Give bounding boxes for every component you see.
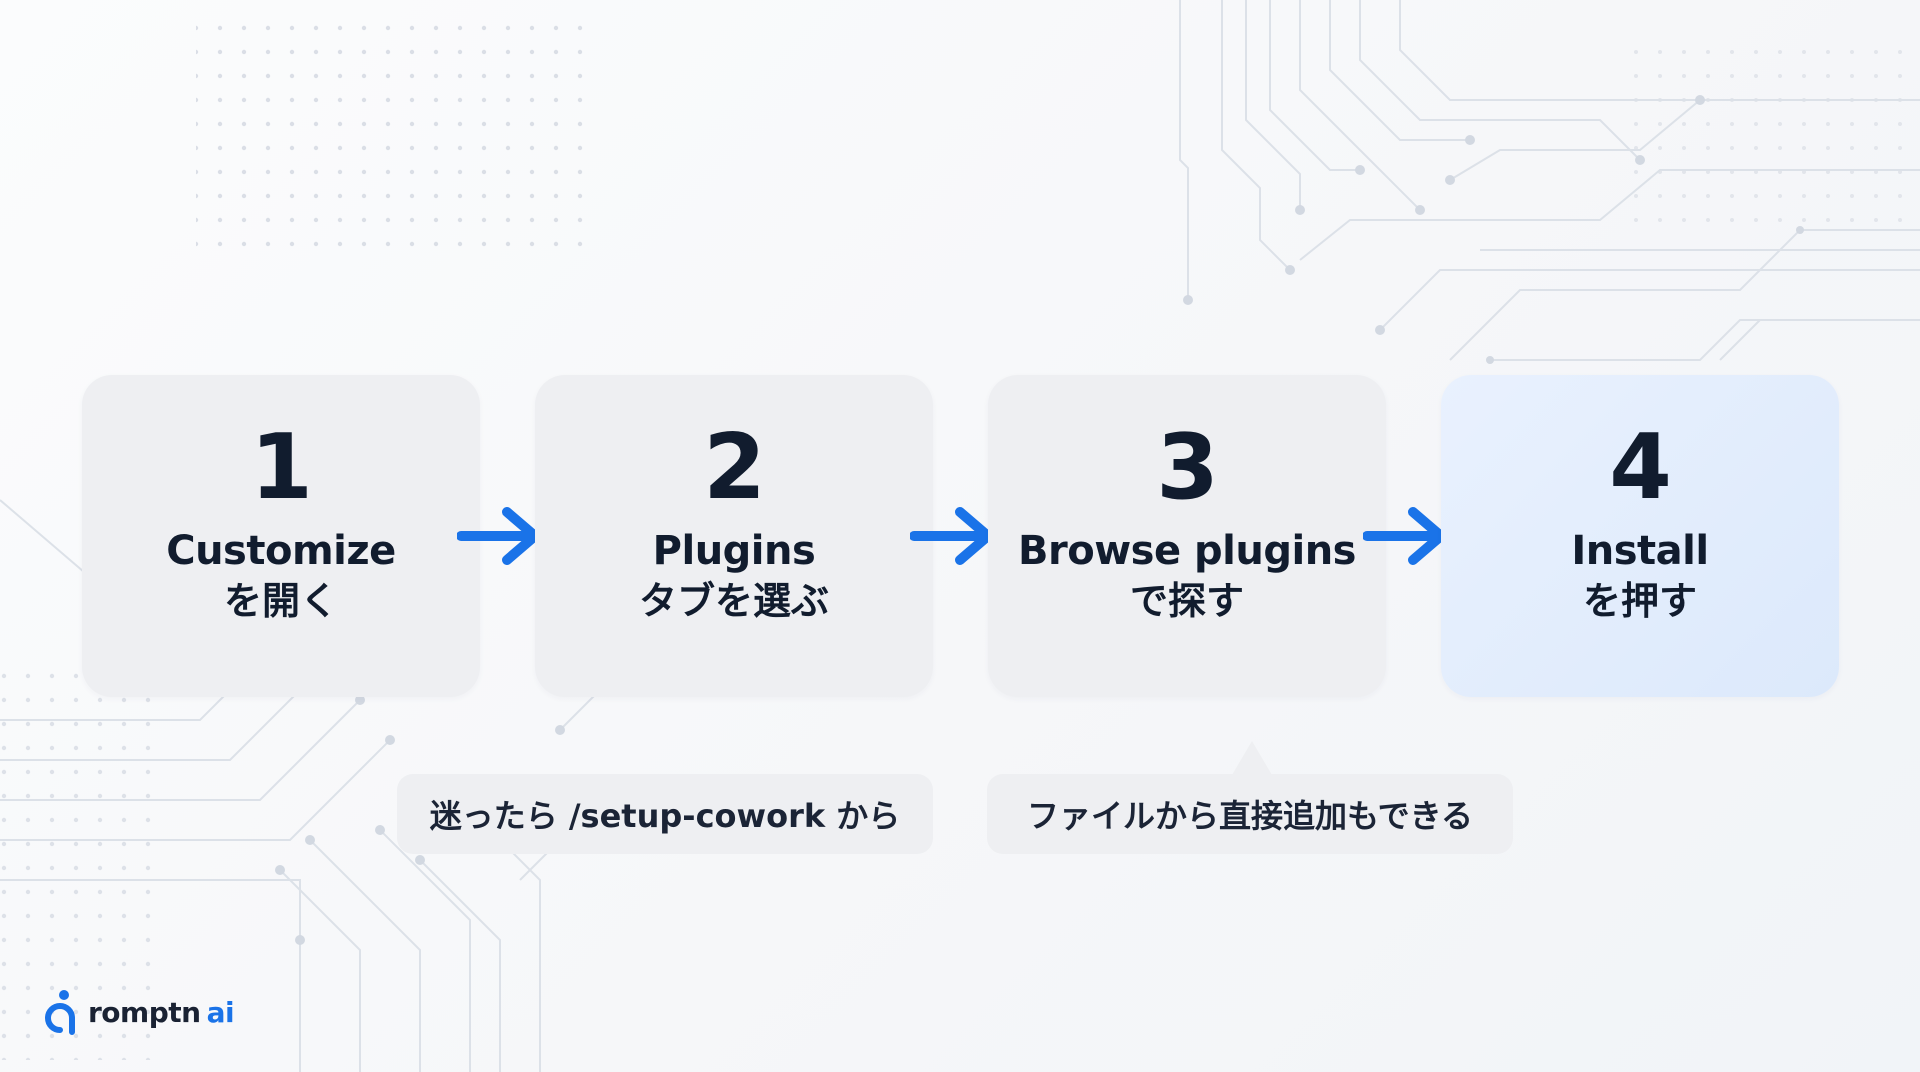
brand-logo: romptn ai [42, 988, 235, 1036]
arrow-right-icon [1363, 507, 1446, 565]
dot-grid-top-right [1620, 50, 1920, 230]
step-subtitle: を押す [1582, 579, 1697, 623]
step-subtitle: で探す [1129, 579, 1244, 623]
step-title: Plugins [652, 528, 816, 574]
step-flow: 1 Customize を開く 2 Plugins タブを選ぶ 3 Browse… [82, 375, 1842, 697]
step-number: 3 [1156, 415, 1219, 520]
note-add-from-file: ファイルから直接追加もできる [987, 774, 1513, 854]
romptn-logo-icon [45, 990, 75, 1035]
brand-name: romptn [88, 995, 201, 1029]
circuit-top-right [1179, 0, 1920, 361]
step-card-browse-plugins: 3 Browse plugins で探す [988, 375, 1386, 697]
circuit-nodes-top-right [1183, 95, 1804, 364]
step-number: 4 [1609, 415, 1672, 520]
brand-accent: ai [206, 995, 235, 1029]
step-card-plugins: 2 Plugins タブを選ぶ [535, 375, 933, 697]
arrow-right-icon [910, 507, 993, 565]
step-card-install: 4 Install を押す [1441, 375, 1839, 697]
step-title: Customize [166, 528, 396, 574]
note-pointer [1232, 741, 1272, 775]
step-card-customize: 1 Customize を開く [82, 375, 480, 697]
step-title: Browse plugins [1018, 528, 1356, 574]
step-number: 2 [703, 415, 766, 520]
step-title: Install [1571, 528, 1709, 574]
step-number: 1 [250, 415, 313, 520]
dot-grid-top-left [196, 8, 592, 260]
note-setup-cowork: 迷ったら /setup-cowork から [397, 774, 933, 854]
note-text: ファイルから直接追加もできる [1026, 797, 1474, 835]
step-subtitle: タブを選ぶ [638, 579, 829, 623]
step-subtitle: を開く [223, 579, 338, 623]
arrow-right-icon [457, 507, 540, 565]
note-text: 迷ったら /setup-cowork から [429, 797, 901, 835]
